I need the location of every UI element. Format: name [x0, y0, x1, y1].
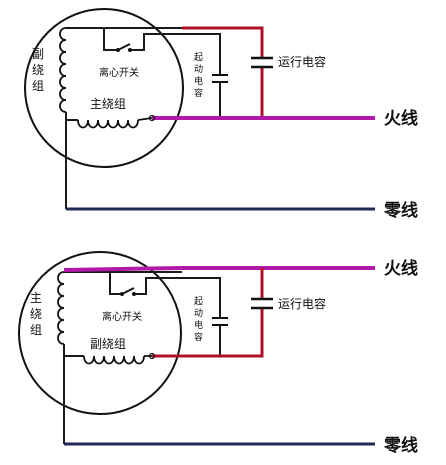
bottom-run-cap-label: 运行电容: [278, 296, 326, 311]
top-wire-vertical-winding-bottom: [65, 112, 78, 121]
top-sc-char-1: 起: [194, 52, 203, 63]
bottom-sc-char-3: 电: [194, 319, 203, 331]
bottom-vw-char-1: 主: [30, 291, 42, 305]
bottom-live-label: 火线: [384, 258, 418, 279]
top-horizontal-winding-label: 主绕组: [90, 97, 126, 111]
bottom-vertical-winding-coil: [57, 271, 65, 345]
bottom-switch-contact-a: [120, 292, 124, 296]
top-wire-switch-left: [103, 28, 118, 51]
bottom-circuit: 主 绕 组 副绕组 离心开关 起 动 电 容 运行电容 火线 零线: [18, 251, 418, 456]
top-vw-char-2: 绕: [32, 63, 44, 77]
top-live-label: 火线: [384, 108, 418, 129]
bottom-red-wire-bottom: [152, 308, 264, 358]
bottom-sc-char-2: 动: [194, 308, 203, 319]
top-switch-blade: [117, 43, 131, 51]
top-sc-char-2: 动: [194, 64, 203, 75]
bottom-sc-char-1: 起: [194, 296, 203, 307]
top-sc-char-3: 电: [194, 75, 203, 87]
top-circuit: 副 绕 组 主绕组 离心开关 起 动 电 容 运行电容 火线 零线: [24, 8, 418, 221]
top-vertical-winding-coil: [59, 27, 67, 113]
bottom-aux-node: [148, 352, 156, 360]
bottom-vw-char-2: 绕: [30, 307, 42, 321]
bottom-neutral-label: 零线: [383, 435, 418, 456]
top-horizontal-winding-coil: [77, 119, 139, 129]
bottom-live-wire-left: [63, 266, 183, 272]
bottom-vertical-winding-label: 主 绕 组: [30, 291, 46, 337]
bottom-vw-char-3: 组: [30, 323, 42, 337]
bottom-motor-circle: [18, 251, 182, 415]
bottom-sc-char-4: 容: [194, 331, 203, 343]
top-sc-char-4: 容: [194, 87, 203, 99]
top-switch-contact-a: [116, 48, 120, 52]
top-switch-contact-b: [128, 48, 132, 52]
top-start-cap-label: 起 动 电 容: [194, 52, 206, 99]
top-red-wire-top: [182, 26, 264, 58]
top-live-node: [148, 114, 156, 122]
bottom-wire-switch-left: [109, 272, 122, 295]
bottom-switch-blade: [121, 287, 135, 295]
top-vw-char-1: 副: [32, 47, 44, 61]
top-run-cap-label: 运行电容: [278, 54, 326, 69]
bottom-horizontal-winding-coil: [83, 355, 145, 365]
top-vertical-winding-label: 副 绕 组: [32, 47, 48, 93]
bottom-start-cap-label: 起 动 电 容: [194, 296, 206, 343]
bottom-wire-switch-right: [134, 277, 221, 318]
top-neutral-label: 零线: [383, 200, 418, 221]
bottom-switch-contact-b: [132, 292, 136, 296]
top-switch-label: 离心开关: [99, 66, 139, 79]
top-vw-char-3: 组: [32, 79, 44, 93]
top-wire-switch-right: [130, 33, 221, 75]
top-motor-circle: [24, 8, 184, 168]
bottom-switch-label: 离心开关: [102, 310, 142, 323]
bottom-horizontal-winding-label: 副绕组: [90, 337, 126, 351]
